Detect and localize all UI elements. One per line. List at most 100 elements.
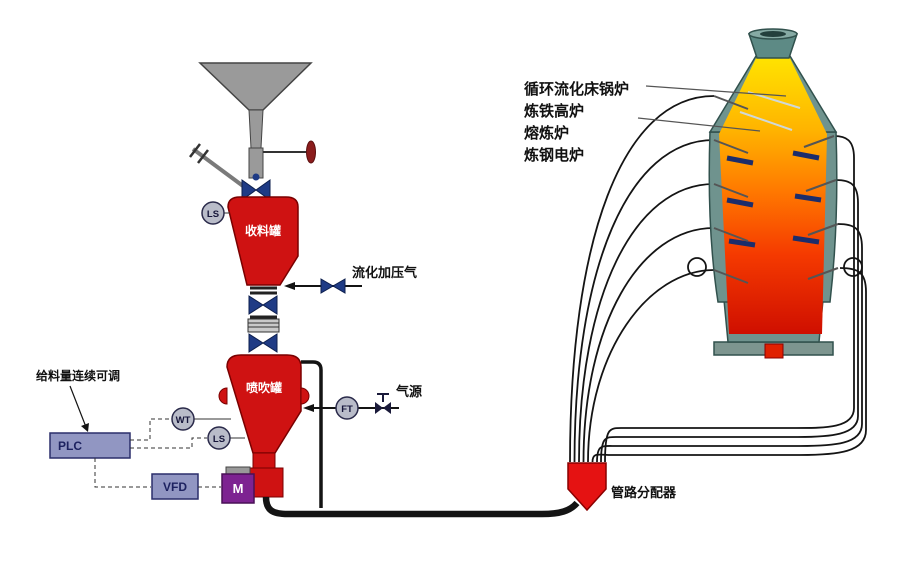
feed-hopper	[189, 62, 316, 188]
furnace	[687, 28, 863, 359]
inlet-flange-2	[197, 149, 209, 164]
receiving-tank-body	[227, 196, 299, 286]
application-list: 循环流化床锅炉 炼铁高炉 熔炼炉 炼钢电炉	[524, 80, 629, 164]
dome-valve-mid-left	[248, 295, 264, 315]
tuyere-right-2	[794, 193, 822, 203]
signal-wire-wt	[130, 418, 171, 441]
vfd-label: VFD	[163, 480, 187, 494]
pipe-loop-right	[843, 257, 863, 277]
level-switch-upper-label: LS	[207, 209, 219, 220]
application-line-4: 炼钢电炉	[524, 146, 584, 164]
furnace-taphole	[764, 343, 784, 359]
gas-valve-left	[375, 402, 383, 414]
lance-right-1	[807, 267, 839, 280]
distribution-pipes	[569, 95, 867, 463]
feed-note-leader	[69, 385, 87, 428]
motor-label: M	[233, 481, 244, 496]
lance-left-4	[713, 227, 749, 242]
pipeline-distributor	[567, 462, 607, 512]
tuyere-right-1	[792, 150, 820, 161]
handwheel-icon	[306, 140, 316, 164]
dist-pipe-left-3	[578, 183, 715, 463]
gas-source-line: FT 气源	[303, 384, 422, 420]
lance-left-2	[713, 139, 749, 154]
pipe-loop-left	[687, 257, 707, 277]
receiving-tank-label: 收料罐	[245, 223, 281, 238]
inlet-dome-valve-left	[241, 179, 257, 201]
conveying-riser-pipe	[301, 360, 323, 508]
dome-valve-mid-right	[262, 295, 278, 315]
inclined-inlet-pipe	[191, 147, 245, 188]
lance-left-5	[713, 269, 749, 284]
gas-valve-right	[383, 402, 391, 414]
furnace-chimney-opening	[760, 31, 786, 37]
dist-pipe-left-1	[569, 95, 715, 463]
signal-wire-ls	[130, 437, 207, 449]
level-switch-lower-label: LS	[213, 434, 225, 445]
inlet-valve-actuator	[252, 173, 260, 181]
hopper-funnel	[198, 62, 313, 111]
lance-right-3	[805, 179, 837, 192]
feed-note-arrowhead	[81, 423, 89, 432]
tuyere-right-3	[792, 235, 820, 245]
injection-tank-assembly: 喷吹罐 WT LS	[171, 354, 323, 508]
fluidization-gas-label: 流化加压气	[352, 265, 417, 280]
upper-lance-1	[747, 91, 801, 109]
expansion-bellows	[247, 318, 280, 333]
upper-lance-2	[739, 111, 793, 131]
fluidization-gas-line: 流化加压气	[284, 265, 417, 294]
vfd-box	[151, 473, 199, 500]
lance-right-2	[807, 223, 839, 236]
rotary-feeder	[249, 467, 284, 498]
leader-line-1	[645, 85, 787, 97]
furnace-flame	[719, 50, 827, 334]
application-line-2: 炼铁高炉	[524, 102, 584, 120]
level-switch-lower	[207, 426, 231, 450]
dist-pipe-left-5	[587, 269, 715, 463]
application-line-3: 熔炼炉	[524, 124, 569, 142]
dist-pipe-right-4	[604, 135, 855, 463]
control-system: 给料量连续可调 PLC VFD M	[36, 368, 255, 504]
injection-tank-body	[226, 354, 302, 454]
level-switch-upper	[201, 201, 225, 225]
injection-tank-label: 喷吹罐	[246, 380, 282, 395]
conveying-line: 管路分配器	[262, 462, 677, 518]
injection-lances	[713, 95, 839, 284]
plc-label: PLC	[58, 439, 82, 453]
fluidization-valve-right	[332, 278, 346, 294]
tuyere-left-3	[728, 238, 756, 248]
flow-transmitter	[335, 396, 359, 420]
distributor-label: 管路分配器	[611, 485, 677, 500]
dome-valve-lower-left	[248, 333, 264, 353]
relief-cap-left	[218, 387, 228, 405]
main-conveying-pipe	[262, 496, 580, 518]
inlet-flange-1	[189, 143, 201, 158]
plc-box	[49, 432, 131, 459]
leader-line-2	[637, 117, 761, 132]
lance-right-4	[803, 135, 835, 148]
tuyere-left-1	[726, 155, 754, 166]
dome-valve-lower-right	[262, 333, 278, 353]
gas-source-label: 气源	[396, 384, 422, 399]
application-line-1: 循环流化床锅炉	[524, 80, 629, 98]
weight-transmitter	[171, 407, 195, 431]
tuyere-bars	[726, 150, 822, 248]
lance-left-1	[713, 95, 749, 110]
receiving-tank-assembly: 收料罐 LS	[201, 173, 299, 353]
fluidization-valve-left	[320, 278, 334, 294]
dist-pipe-left-4	[582, 227, 715, 463]
gas-source-arrowhead	[303, 404, 314, 412]
lance-left-3	[713, 183, 749, 198]
motor-box	[221, 473, 255, 504]
tuyere-left-2	[726, 197, 754, 208]
hopper-spout	[248, 109, 264, 149]
inlet-dome-valve-right	[255, 179, 271, 201]
weight-transmitter-label: WT	[176, 415, 191, 426]
relief-cap-right	[300, 387, 310, 405]
feed-note-label: 给料量连续可调	[36, 368, 120, 383]
signal-wire-plc-vfd	[94, 458, 151, 488]
flow-transmitter-label: FT	[341, 404, 353, 415]
dist-pipe-left-2	[573, 139, 715, 463]
